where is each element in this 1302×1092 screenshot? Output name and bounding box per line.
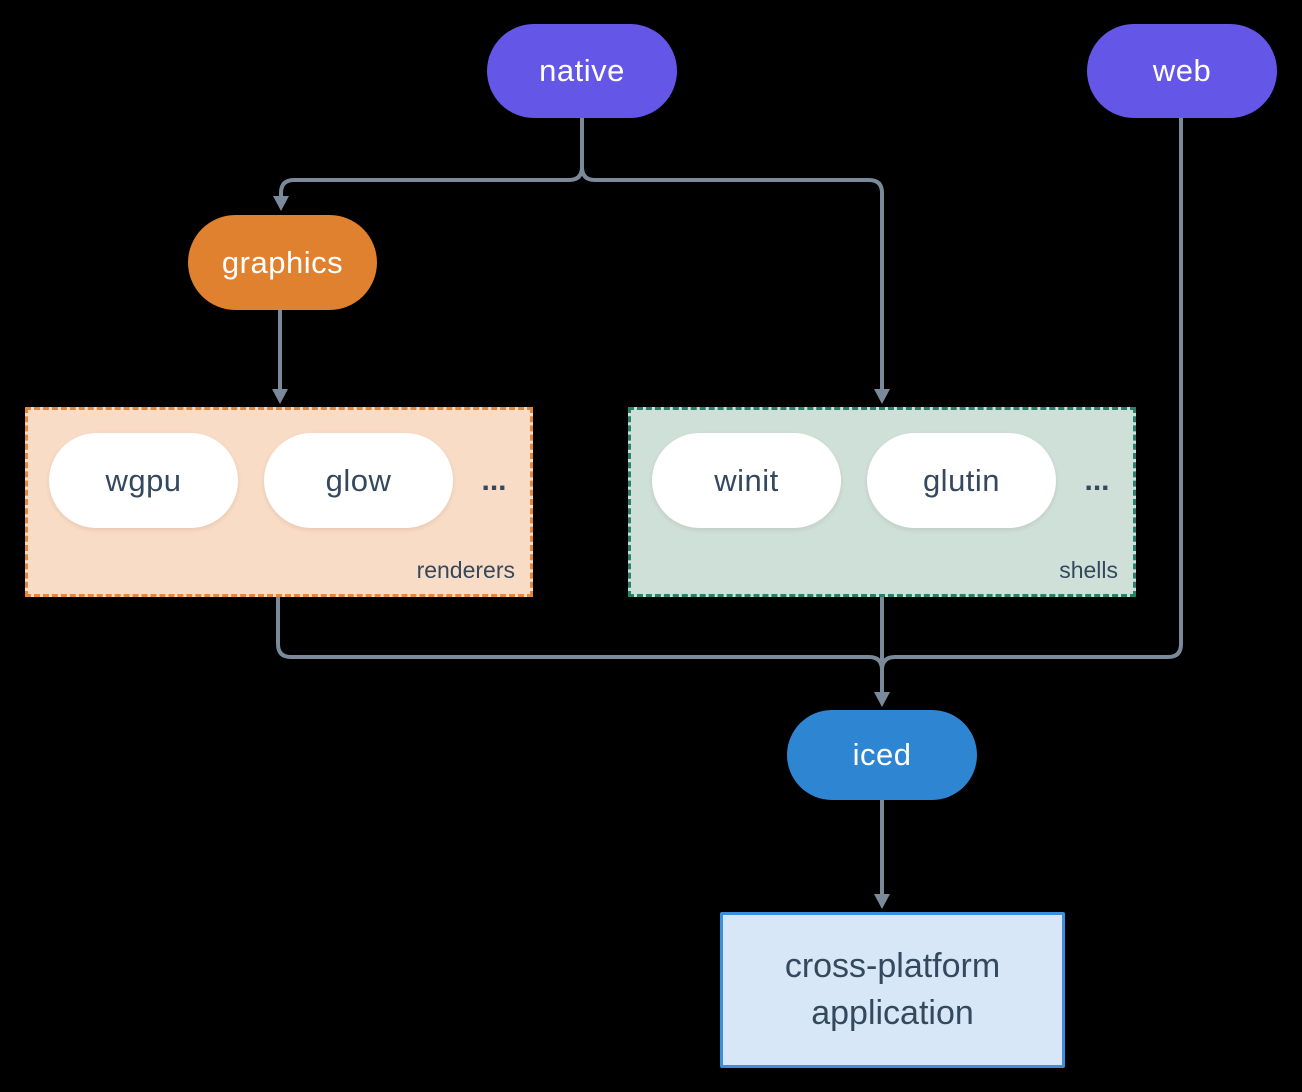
group-shells: winit glutin ... shells (628, 407, 1136, 597)
node-graphics: graphics (188, 215, 377, 310)
ellipsis-renderers: ... (481, 463, 507, 497)
edge-iced-application-arrowhead (874, 894, 890, 909)
edge-native-shells (580, 116, 884, 391)
node-label: graphics (221, 244, 344, 280)
node-wgpu: wgpu (49, 433, 238, 528)
node-glutin: glutin (867, 433, 1056, 528)
node-label: glow (325, 462, 392, 498)
edge-native-graphics-arrowhead (273, 196, 289, 211)
node-application: cross-platform application (720, 912, 1065, 1068)
node-label: web (1152, 53, 1212, 88)
node-winit: winit (652, 433, 841, 528)
node-glow: glow (264, 433, 453, 528)
node-label: iced (852, 737, 912, 772)
group-renderers: wgpu glow ... renderers (25, 407, 533, 597)
node-label: wgpu (105, 462, 182, 498)
node-iced: iced (787, 710, 977, 800)
application-label: cross-platform application (784, 947, 1001, 1032)
edge-shells-iced-arrowhead (874, 692, 890, 707)
group-label-renderers: renderers (416, 557, 515, 583)
edge-native-graphics (279, 116, 584, 198)
node-native: native (487, 24, 677, 118)
node-label: glutin (922, 462, 1001, 498)
edge-native-shells-arrowhead (874, 389, 890, 404)
node-label: native (539, 53, 625, 88)
node-web: web (1087, 24, 1277, 118)
node-label: winit (714, 462, 779, 498)
edge-graphics-renderers-arrowhead (272, 389, 288, 404)
edge-renderers-iced (276, 595, 884, 672)
group-label-shells: shells (1059, 557, 1118, 583)
ellipsis-shells: ... (1084, 463, 1110, 497)
